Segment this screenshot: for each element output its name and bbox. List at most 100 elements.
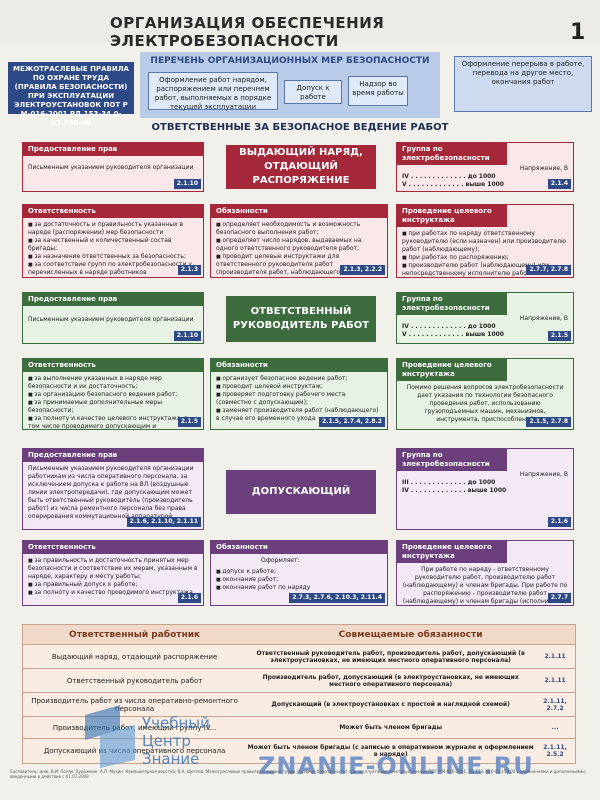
b1-resp-item: за качественный и количественный состав … <box>28 237 198 253</box>
b3-rights-title: Предоставление прав <box>23 449 203 462</box>
b3-rights-text: Письменным указанием руководителя органи… <box>28 465 194 520</box>
b2-duty-item: организует безопасное ведение работ; <box>216 375 382 383</box>
b3-resp-item: за полноту и качество проводимого инстру… <box>28 589 198 597</box>
table-cell-left: Ответственный руководитель работ <box>66 676 203 685</box>
b1-resp-ref: 2.1.3 <box>177 265 201 275</box>
b1-duty-title: Обязанности <box>211 205 387 218</box>
b2-duty-title: Обязанности <box>211 359 387 372</box>
b3-group-title: Группа по электробезопасности <box>397 449 507 471</box>
table-cell-ref: 2.1.11, 2.7.2 <box>543 697 567 712</box>
b2-duty-ref: 2.1.5, 2.7.4, 2.8.2 <box>319 417 385 427</box>
perechen-item-3: Надзор во время работы <box>348 76 408 106</box>
b3-duty-item: окончание работ по наряду <box>216 584 382 592</box>
page-number: 1 <box>570 20 586 45</box>
table-cell-left: Выдающий наряд, отдающий распоряжение <box>51 652 218 661</box>
b1-voltage-label: Напряжение, В <box>519 165 568 172</box>
b2-group-line-2: V . . . . . . . . . . . . . выше 1000 <box>402 331 504 338</box>
b1-duty-item: проводит целевые инструктажи для ответст… <box>216 253 382 277</box>
b3-rights-ref: 2.1.6, 2.1.10, 2.1.11 <box>126 517 201 527</box>
logo-shape-icon <box>85 705 135 768</box>
b1-duty-item: определяет необходимость и возможность б… <box>216 221 382 237</box>
table-cell-right: Допускающий (в электроустановках с прост… <box>271 701 510 708</box>
b1-instr-title: Проведение целевого инструктажа <box>397 205 507 227</box>
b3-resp-ref: 2.1.6 <box>177 593 201 603</box>
b3-resp-list: за правильность и достаточность принятых… <box>23 554 203 600</box>
perechen-title: ПЕРЕЧЕНЬ ОРГАНИЗАЦИОННЫХ МЕР БЕЗОПАСНОСТ… <box>150 56 430 66</box>
b2-duty-item: проводит целевой инструктаж; <box>216 383 382 391</box>
table-cell-ref: 2.1.11 <box>544 653 566 660</box>
b1-rights-text: Письменным указанием руководителя органи… <box>28 164 194 171</box>
table-cell-ref: 2.1.11 <box>544 677 566 684</box>
b2-instr-text: Помимо решения вопросов электробезопасно… <box>406 384 564 423</box>
b3-instr-title: Проведение целевого инструктажа <box>397 541 507 563</box>
b2-duty: Обязанности организует безопасное ведени… <box>210 358 388 430</box>
b1-role: ВЫДАЮЩИЙ НАРЯД, ОТДАЮЩИЙ РАСПОРЯЖЕНИЕ <box>226 145 376 189</box>
b1-instr-item: при работах по распоряжению; <box>402 254 568 262</box>
b2-rights-ref: 2.1.10 <box>173 331 201 341</box>
b2-group-line-1: IV . . . . . . . . . . . . . до 1000 <box>402 323 496 330</box>
b3-role: ДОПУСКАЮЩИЙ <box>226 470 376 514</box>
table-row: Ответственный руководитель работ Произво… <box>23 669 575 693</box>
b2-resp-title: Ответственность <box>23 359 203 372</box>
b2-group-ref: 2.1.5 <box>547 331 571 341</box>
b2-rights-text: Письменным указанием руководителя органи… <box>28 316 194 323</box>
b1-instr-list: при работах по наряду ответственному рук… <box>397 227 573 277</box>
b1-resp-title: Ответственность <box>23 205 203 218</box>
b3-duty-ref: 2.7.3, 2.7.6, 2.10.3, 2.11.4 <box>289 593 385 603</box>
b1-group-ref: 2.1.4 <box>547 179 571 189</box>
b3-instr-text: При работе по наряду - ответственному ру… <box>402 566 568 605</box>
table-cell-right: Ответственный руководитель работ, произв… <box>256 649 525 664</box>
table-row: Выдающий наряд, отдающий распоряжение От… <box>23 645 575 669</box>
b2-duty-item: проверяет подготовку рабочего места (сов… <box>216 391 382 407</box>
table-cell-ref: ... <box>551 724 559 731</box>
b3-duty-lead: Оформляет: <box>261 557 300 564</box>
b3-instr: Проведение целевого инструктажа При рабо… <box>396 540 574 606</box>
table-cell-right: Может быть членом бригады <box>339 724 442 731</box>
b3-instr-ref: 2.7.7 <box>547 593 571 603</box>
b1-group: Группа по электробезопасности Напряжение… <box>396 142 574 192</box>
b3-group-line-1: III . . . . . . . . . . . . . до 1000 <box>402 479 496 486</box>
b1-duty: Обязанности определяет необходимость и в… <box>210 204 388 278</box>
b2-resp-list: за выполнение указанных в наряде мер без… <box>23 372 203 429</box>
b3-group: Группа по электробезопасности Напряжение… <box>396 448 574 530</box>
b2-voltage-label: Напряжение, В <box>519 315 568 322</box>
b3-duty-list: допуск к работе; окончание работ; оконча… <box>211 568 387 595</box>
table-cell-ref: 2.1.11, 2.5.2 <box>543 744 567 758</box>
header-bar <box>0 0 600 42</box>
b1-instr-ref: 2.7.7, 2.7.8 <box>526 265 571 275</box>
b3-resp-title: Ответственность <box>23 541 203 554</box>
b1-rights: Предоставление прав Письменным указанием… <box>22 142 204 192</box>
b1-instr-item: при работах по наряду ответственному рук… <box>402 230 568 254</box>
table-col1-header: Ответственный работник <box>69 629 201 640</box>
b1-duty-list: определяет необходимость и возможность б… <box>211 218 387 277</box>
watermark-brand-1: Учебный <box>142 714 210 732</box>
rules-box: МЕЖОТРАСЛЕВЫЕ ПРАВИЛА ПО ОХРАНЕ ТРУДА (П… <box>8 62 134 127</box>
b2-group-title: Группа по электробезопасности <box>397 293 507 315</box>
b2-instr-ref: 2.1.5, 2.7.8 <box>526 417 571 427</box>
b2-resp-item: за выполнение указанных в наряде мер без… <box>28 375 198 391</box>
table-header-row: Ответственный работник Совмещаемые обяза… <box>23 625 575 645</box>
responsible-title: ОТВЕТСТВЕННЫЕ ЗА БЕЗОПАСНОЕ ВЕДЕНИЕ РАБО… <box>151 122 449 133</box>
table-row: Производитель работ из числа оперативно-… <box>23 693 575 717</box>
b3-duty-title: Обязанности <box>211 541 387 554</box>
watermark-brand-3: Знание <box>142 750 200 768</box>
b3-duty-item: окончание работ; <box>216 576 382 584</box>
b1-instr: Проведение целевого инструктажа при рабо… <box>396 204 574 278</box>
page-title: ОРГАНИЗАЦИЯ ОБЕСПЕЧЕНИЯ ЭЛЕКТРОБЕЗОПАСНО… <box>110 14 385 50</box>
watermark-site: ZNANIE-ONLINE.RU <box>258 752 534 780</box>
b1-group-line-2: V . . . . . . . . . . . . . выше 1000 <box>402 181 504 188</box>
b3-voltage-label: Напряжение, В <box>519 471 568 478</box>
b1-resp: Ответственность за достаточность и прави… <box>22 204 204 278</box>
b1-duty-item: определяет число нарядов, выдаваемых на … <box>216 237 382 253</box>
b3-duty: Обязанности Оформляет: допуск к работе; … <box>210 540 388 606</box>
b2-rights-title: Предоставление прав <box>23 293 203 306</box>
b2-resp-ref: 2.1.5 <box>177 417 201 427</box>
perechen-item-1: Оформление работ нарядом, распоряжением … <box>148 72 278 111</box>
b2-instr-title: Проведение целевого инструктажа <box>397 359 507 381</box>
b1-rights-ref: 2.1.10 <box>173 179 201 189</box>
b1-rights-title: Предоставление прав <box>23 143 203 156</box>
b3-resp-item: за правильность и достаточность принятых… <box>28 557 198 581</box>
b3-rights: Предоставление прав Письменным указанием… <box>22 448 204 530</box>
table-cell-left: Производитель работ из числа оперативно-… <box>31 696 238 713</box>
b2-resp-item: за полноту и качество целевого инструкта… <box>28 415 198 429</box>
